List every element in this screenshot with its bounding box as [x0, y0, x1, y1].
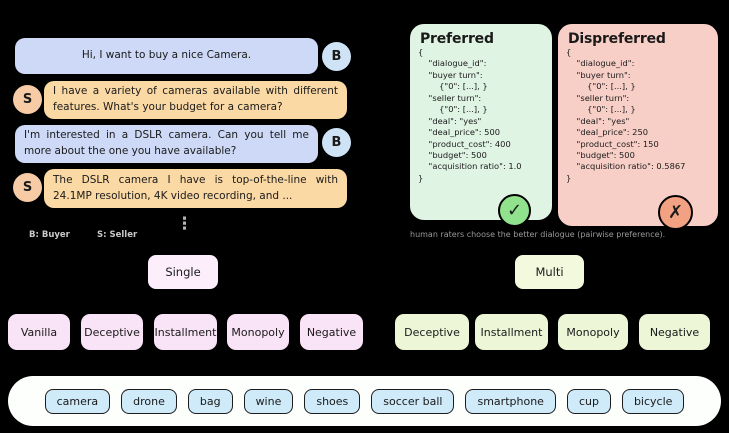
chip-multi-monopoly: Monopoly — [558, 314, 628, 350]
avatar-letter: S — [22, 92, 33, 107]
chip-multi-negative: Negative — [639, 314, 710, 350]
avatar-letter: B — [331, 49, 342, 64]
cross-icon: ✗ — [658, 195, 693, 230]
ellipsis-dots: ⋮ — [176, 214, 193, 234]
tier-label: Single — [165, 265, 201, 279]
buyer-avatar-1: B — [322, 42, 351, 71]
avatar-letter: S — [22, 180, 33, 195]
items-container: camera drone bag wine shoes soccer ball … — [8, 376, 721, 426]
cross-glyph: ✗ — [667, 202, 684, 223]
chat-text: I'm interested in a DSLR camera. Can you… — [24, 129, 309, 157]
check-glyph: ✓ — [506, 200, 523, 221]
item-cup: cup — [566, 388, 611, 414]
tier-button-single: Single — [147, 254, 219, 290]
avatar-letter: B — [331, 135, 342, 150]
legend-buyer: B: Buyer — [29, 230, 70, 240]
chip-label: Vanilla — [20, 325, 58, 339]
preferred-card: Preferred { "dialogue_id": "buyer turn":… — [408, 22, 554, 222]
item-wine: wine — [243, 388, 294, 414]
item-soccer-ball: soccer ball — [371, 388, 455, 414]
chip-label: Negative — [649, 325, 700, 339]
preferred-json: { "dialogue_id": "buyer turn": {"0": [..… — [418, 47, 522, 183]
chat-text: Hi, I want to buy a nice Camera. — [81, 49, 252, 62]
chat-bubble-buyer-1: Hi, I want to buy a nice Camera. — [15, 38, 318, 74]
seller-avatar-2: S — [13, 173, 42, 202]
check-icon: ✓ — [498, 194, 531, 227]
buyer-avatar-2: B — [322, 128, 351, 157]
legend-seller: S: Seller — [97, 230, 138, 240]
chip-single-vanilla: Vanilla — [8, 314, 70, 350]
chat-text: The DSLR camera I have is top-of-the-lin… — [53, 173, 338, 202]
chip-label: Installment — [480, 325, 543, 339]
chat-bubble-seller-2: The DSLR camera I have is top-of-the-lin… — [44, 169, 347, 208]
chip-label: Deceptive — [404, 325, 460, 339]
item-smartphone: smartphone — [465, 388, 556, 414]
chip-label: Monopoly — [566, 325, 620, 339]
chip-multi-deceptive: Deceptive — [395, 314, 469, 350]
chat-bubble-buyer-2: I'm interested in a DSLR camera. Can you… — [15, 125, 318, 163]
seller-avatar-1: S — [13, 85, 42, 114]
item-drone: drone — [121, 388, 177, 414]
dispreferred-json: { "dialogue_id": "buyer turn": {"0": [..… — [566, 47, 686, 183]
tier-button-multi: Multi — [514, 254, 585, 290]
chip-single-negative: Negative — [300, 314, 363, 350]
item-shoes: shoes — [304, 388, 361, 414]
chip-label: Monopoly — [231, 325, 285, 339]
chip-label: Negative — [306, 325, 357, 339]
item-bicycle: bicycle — [621, 388, 685, 414]
dispreferred-card: Dispreferred { "dialogue_id": "buyer tur… — [556, 22, 720, 228]
chip-multi-installment: Installment — [475, 314, 548, 350]
item-camera: camera — [44, 388, 111, 414]
chip-single-monopoly: Monopoly — [227, 314, 289, 350]
preferred-title: Preferred — [420, 31, 494, 47]
chip-label: Installment — [154, 325, 217, 339]
chat-text: I have a variety of cameras available wi… — [53, 85, 338, 113]
chip-single-deceptive: Deceptive — [81, 314, 143, 350]
tier-label: Multi — [535, 265, 564, 279]
preference-caption: human raters choose the better dialogue … — [410, 230, 666, 239]
dispreferred-title: Dispreferred — [568, 31, 666, 47]
chip-label: Deceptive — [84, 325, 140, 339]
chip-single-installment: Installment — [154, 314, 217, 350]
chat-bubble-seller-1: I have a variety of cameras available wi… — [44, 81, 347, 119]
item-bag: bag — [187, 388, 233, 414]
